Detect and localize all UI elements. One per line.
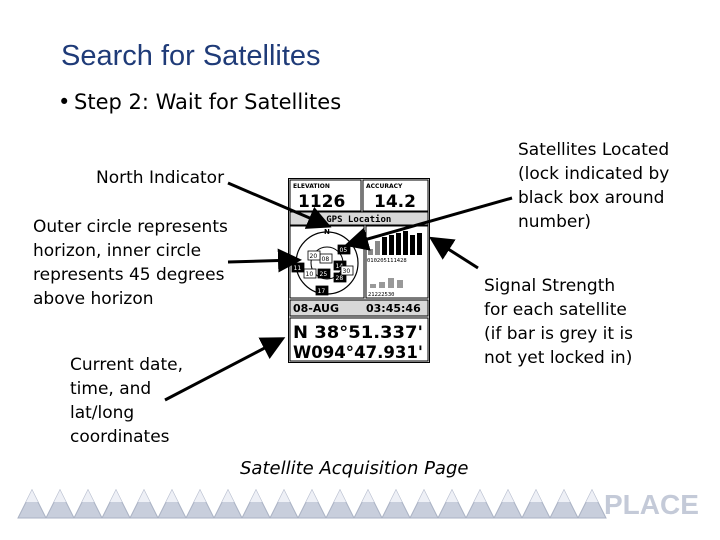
mountain-peak bbox=[586, 490, 598, 502]
mountain-peak bbox=[166, 490, 178, 502]
footer-brand: PLACE bbox=[604, 489, 699, 520]
mountain-peak bbox=[502, 490, 514, 502]
mountain-peak bbox=[110, 490, 122, 502]
mountain-peak bbox=[138, 490, 150, 502]
mountain-peak bbox=[446, 490, 458, 502]
mountain-peak bbox=[222, 490, 234, 502]
mountain-peak bbox=[26, 490, 38, 502]
arrow-horizon bbox=[228, 260, 296, 262]
mountain-peak bbox=[474, 490, 486, 502]
mountain-peak bbox=[54, 490, 66, 502]
mountain-peak bbox=[250, 490, 262, 502]
mountain-peak bbox=[194, 490, 206, 502]
arrow-date-time bbox=[165, 340, 280, 400]
mountain-peak bbox=[278, 490, 290, 502]
mountain-peak bbox=[558, 490, 570, 502]
mountain-row bbox=[18, 490, 606, 518]
mountain-peak bbox=[362, 490, 374, 502]
figure-caption: Satellite Acquisition Page bbox=[240, 458, 468, 479]
arrow-satellites-located bbox=[350, 198, 512, 244]
footer-mountain-banner: PLACE bbox=[0, 478, 720, 528]
arrow-signal-strength bbox=[434, 240, 478, 268]
mountain-peak bbox=[306, 490, 318, 502]
mountain-peak bbox=[334, 490, 346, 502]
mountain-peak bbox=[418, 490, 430, 502]
arrow-north-indicator bbox=[228, 183, 326, 225]
mountain-peak bbox=[82, 490, 94, 502]
mountain-peak bbox=[530, 490, 542, 502]
mountain-peak bbox=[390, 490, 402, 502]
